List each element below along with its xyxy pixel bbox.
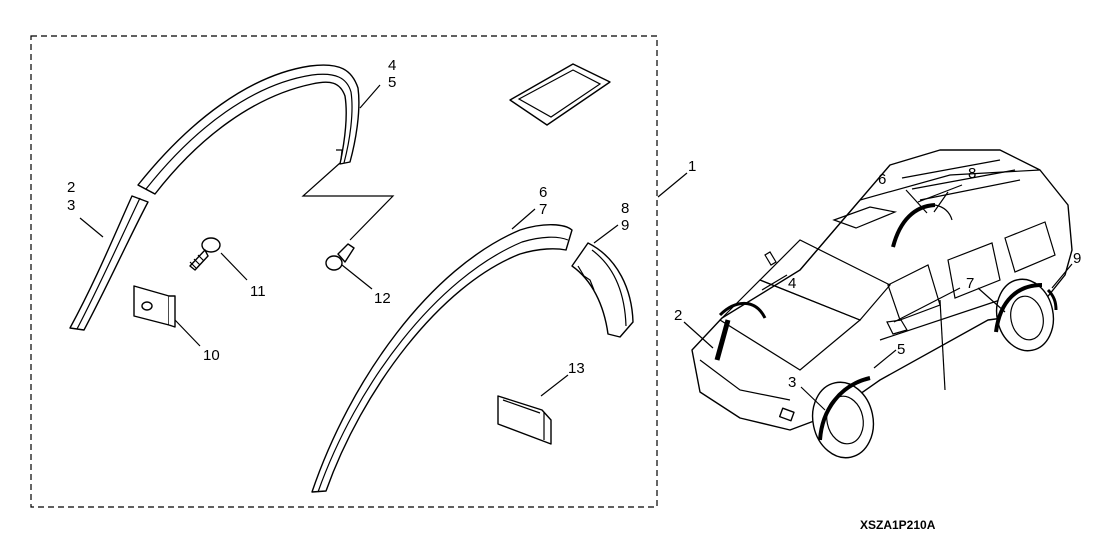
callout-11: 11 — [250, 283, 266, 300]
vehicle-callout-5: 5 — [897, 341, 905, 358]
kit-callouts: 2 3 4 5 11 12 10 6 7 8 9 13 1 — [67, 57, 696, 397]
vehicle-callout-7: 7 — [966, 275, 974, 292]
diagram-code: XSZA1P210A — [860, 518, 936, 532]
push-clip-part — [325, 243, 355, 271]
vehicle-callouts: 2 3 4 5 6 8 7 9 — [674, 165, 1081, 411]
callout-8: 8 — [621, 200, 629, 217]
callout-2: 2 — [67, 179, 75, 196]
molding-mark-roof — [891, 203, 936, 248]
vehicle-callout-2: 2 — [674, 307, 682, 324]
callout-12: 12 — [374, 290, 391, 307]
molding-mark-rear-ext — [1046, 288, 1058, 311]
rear-arch-molding-part — [311, 224, 573, 493]
u-nut-clip-part — [133, 285, 176, 328]
callout-6: 6 — [539, 184, 547, 201]
vehicle-callout-8: 8 — [968, 165, 976, 182]
callout-10: 10 — [203, 347, 220, 364]
callout-3: 3 — [67, 197, 75, 214]
molding-mark-rear-arch — [994, 283, 1043, 333]
vehicle-callout-6: 6 — [878, 171, 886, 188]
callout-5: 5 — [388, 74, 396, 91]
callout-9: 9 — [621, 217, 629, 234]
clip-13-part — [497, 395, 552, 445]
vehicle-callout-4: 4 — [788, 275, 796, 292]
kit-dashed-box — [30, 35, 658, 508]
leader-zigzag — [301, 162, 395, 241]
callout-1: 1 — [688, 158, 696, 175]
screw-part — [189, 237, 221, 271]
front-lower-molding-part — [69, 195, 149, 331]
adhesive-pad-part — [509, 63, 611, 126]
callout-13: 13 — [568, 360, 585, 377]
callout-4: 4 — [388, 57, 396, 74]
front-arch-molding-part — [137, 64, 360, 195]
molding-mark-front-arch — [818, 376, 871, 441]
callout-7: 7 — [539, 201, 547, 218]
vehicle-callout-9: 9 — [1073, 250, 1081, 267]
rear-extension-part — [571, 242, 634, 338]
molding-mark-front-lower — [714, 319, 731, 361]
vehicle-callout-3: 3 — [788, 374, 796, 391]
vehicle-illustration — [691, 149, 1073, 459]
